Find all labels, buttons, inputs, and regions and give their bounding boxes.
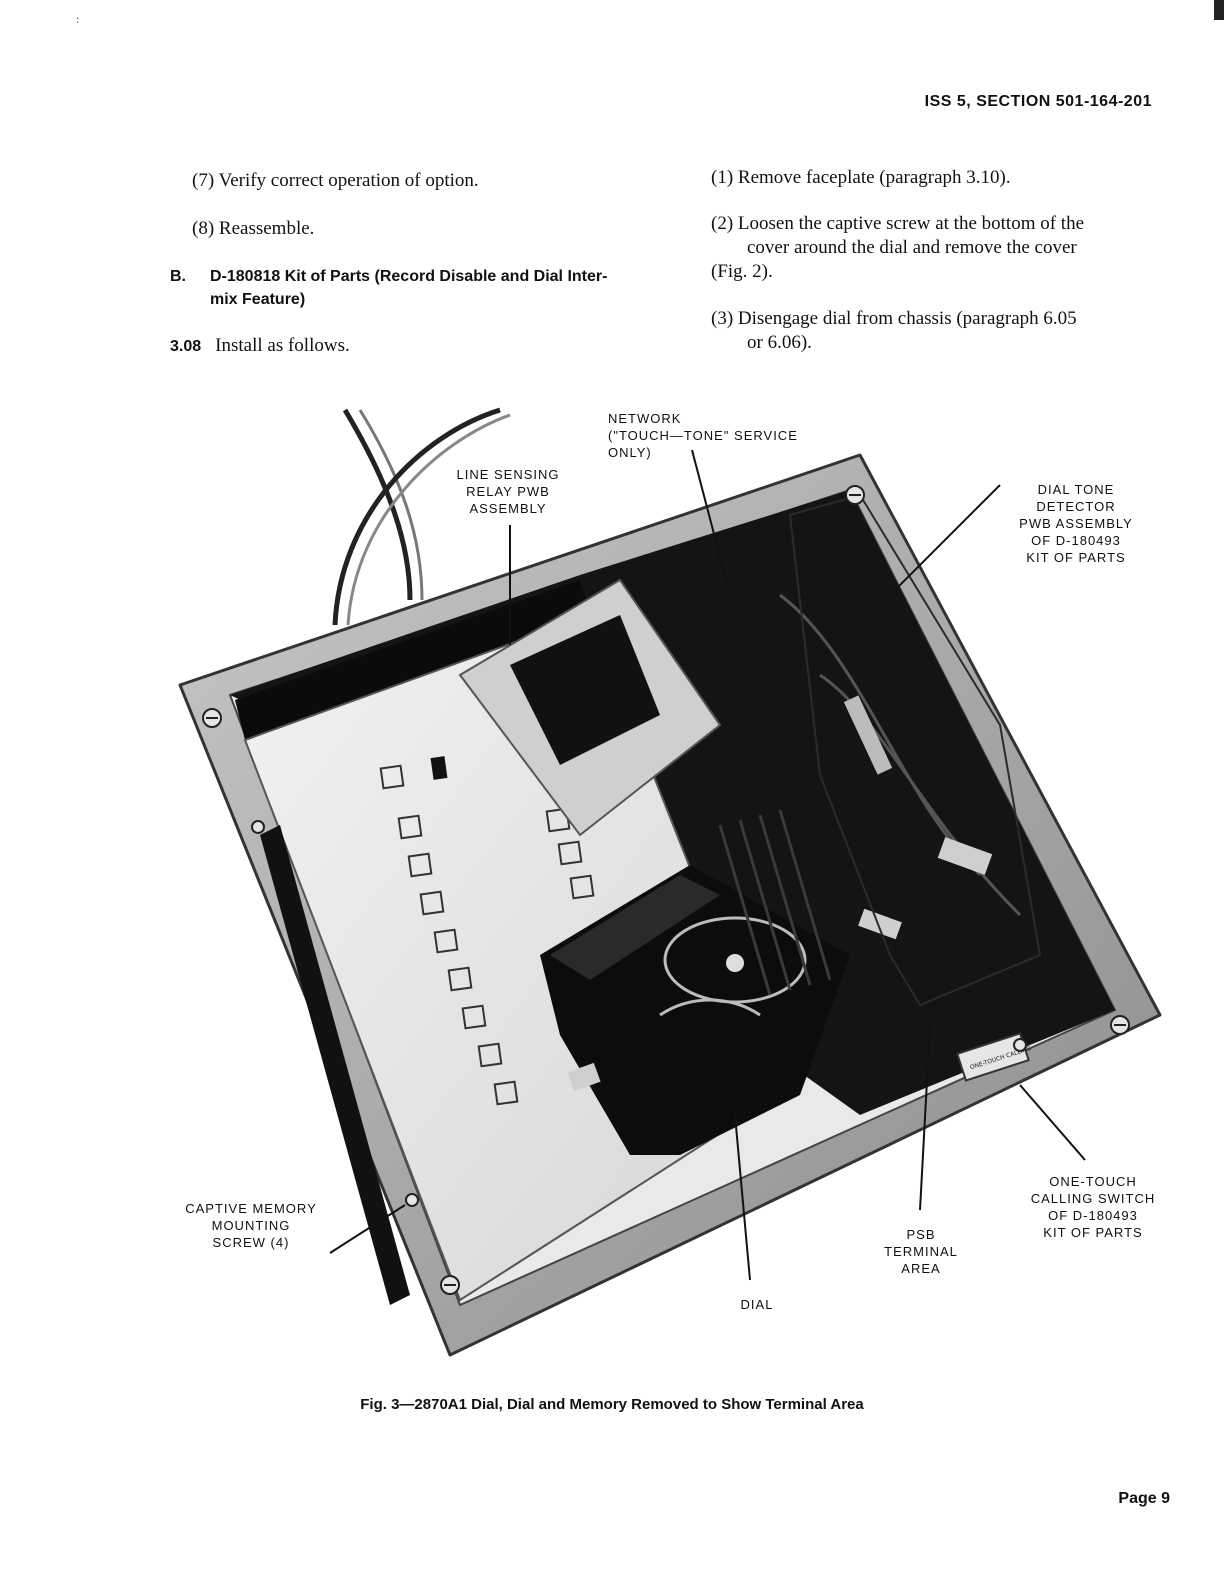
step-7: (7) Verify correct operation of option. bbox=[192, 169, 479, 193]
figure-caption: Fig. 3—2870A1 Dial, Dial and Memory Remo… bbox=[360, 1396, 864, 1413]
callout-dial-tone-detector: DIAL TONE DETECTOR PWB ASSEMBLY OF D-180… bbox=[1019, 482, 1133, 565]
callout-dial: DIAL bbox=[740, 1297, 774, 1312]
page-number: Page 9 bbox=[1118, 1490, 1170, 1507]
step-text-line1: Loosen the captive screw at the bottom o… bbox=[737, 213, 1085, 234]
step-number: (2) bbox=[711, 213, 734, 234]
step-2: (2) Loosen the captive screw at the bott… bbox=[711, 212, 1084, 284]
paragraph-text: Install as follows. bbox=[215, 335, 350, 356]
subsection-title: D-180818 Kit of Parts (Record Disable an… bbox=[210, 268, 608, 285]
stray-scan-mark: : bbox=[76, 12, 80, 26]
paragraph-number: 3.08 bbox=[170, 338, 202, 355]
subsection-title-cont: mix Feature) bbox=[210, 291, 306, 308]
step-number: (1) bbox=[711, 167, 734, 188]
callout-one-touch-switch: ONE-TOUCH CALLING SWITCH OF D-180493 KIT… bbox=[1030, 1174, 1156, 1240]
step-3: (3) Disengage dial from chassis (paragra… bbox=[711, 307, 1077, 355]
step-text-line1: Disengage dial from chassis (paragraph 6… bbox=[737, 308, 1077, 329]
step-8: (8) Reassemble. bbox=[192, 217, 314, 241]
section-header: ISS 5, SECTION 501-164-201 bbox=[924, 93, 1152, 110]
step-text: Verify correct operation of option. bbox=[218, 170, 479, 191]
step-text: Remove faceplate (paragraph 3.10). bbox=[737, 167, 1011, 188]
key-array bbox=[379, 764, 595, 1106]
figure-photo-dial-chassis: ONE-TOUCH CALLING bbox=[178, 407, 1162, 1357]
step-number: (3) bbox=[711, 308, 734, 329]
callout-network: NETWORK ("TOUCH—TONE" SERVICE ONLY) bbox=[608, 411, 798, 460]
paragraph-3-08: 3.08 Install as follows. bbox=[170, 335, 350, 357]
callout-line-sensing-relay: LINE SENSING RELAY PWB ASSEMBLY bbox=[456, 467, 560, 516]
step-text-line2: or 6.06). bbox=[747, 332, 812, 353]
step-1: (1) Remove faceplate (paragraph 3.10). bbox=[711, 166, 1011, 190]
callout-psb-terminal-area: PSB TERMINAL AREA bbox=[884, 1227, 958, 1276]
subsection-label: B. bbox=[170, 268, 186, 285]
callout-captive-memory-screw: CAPTIVE MEMORY MOUNTING SCREW (4) bbox=[185, 1201, 317, 1250]
step-text-line3: (Fig. 2). bbox=[711, 261, 773, 282]
leader-lines bbox=[329, 449, 1086, 1281]
step-number: (8) bbox=[192, 218, 215, 239]
subsection-heading: B. D-180818 Kit of Parts (Record Disable … bbox=[170, 265, 607, 311]
scan-edge-mark bbox=[1214, 0, 1224, 20]
step-text-line2: cover around the dial and remove the cov… bbox=[747, 237, 1077, 258]
step-number: (7) bbox=[192, 170, 215, 191]
step-text: Reassemble. bbox=[218, 218, 315, 239]
